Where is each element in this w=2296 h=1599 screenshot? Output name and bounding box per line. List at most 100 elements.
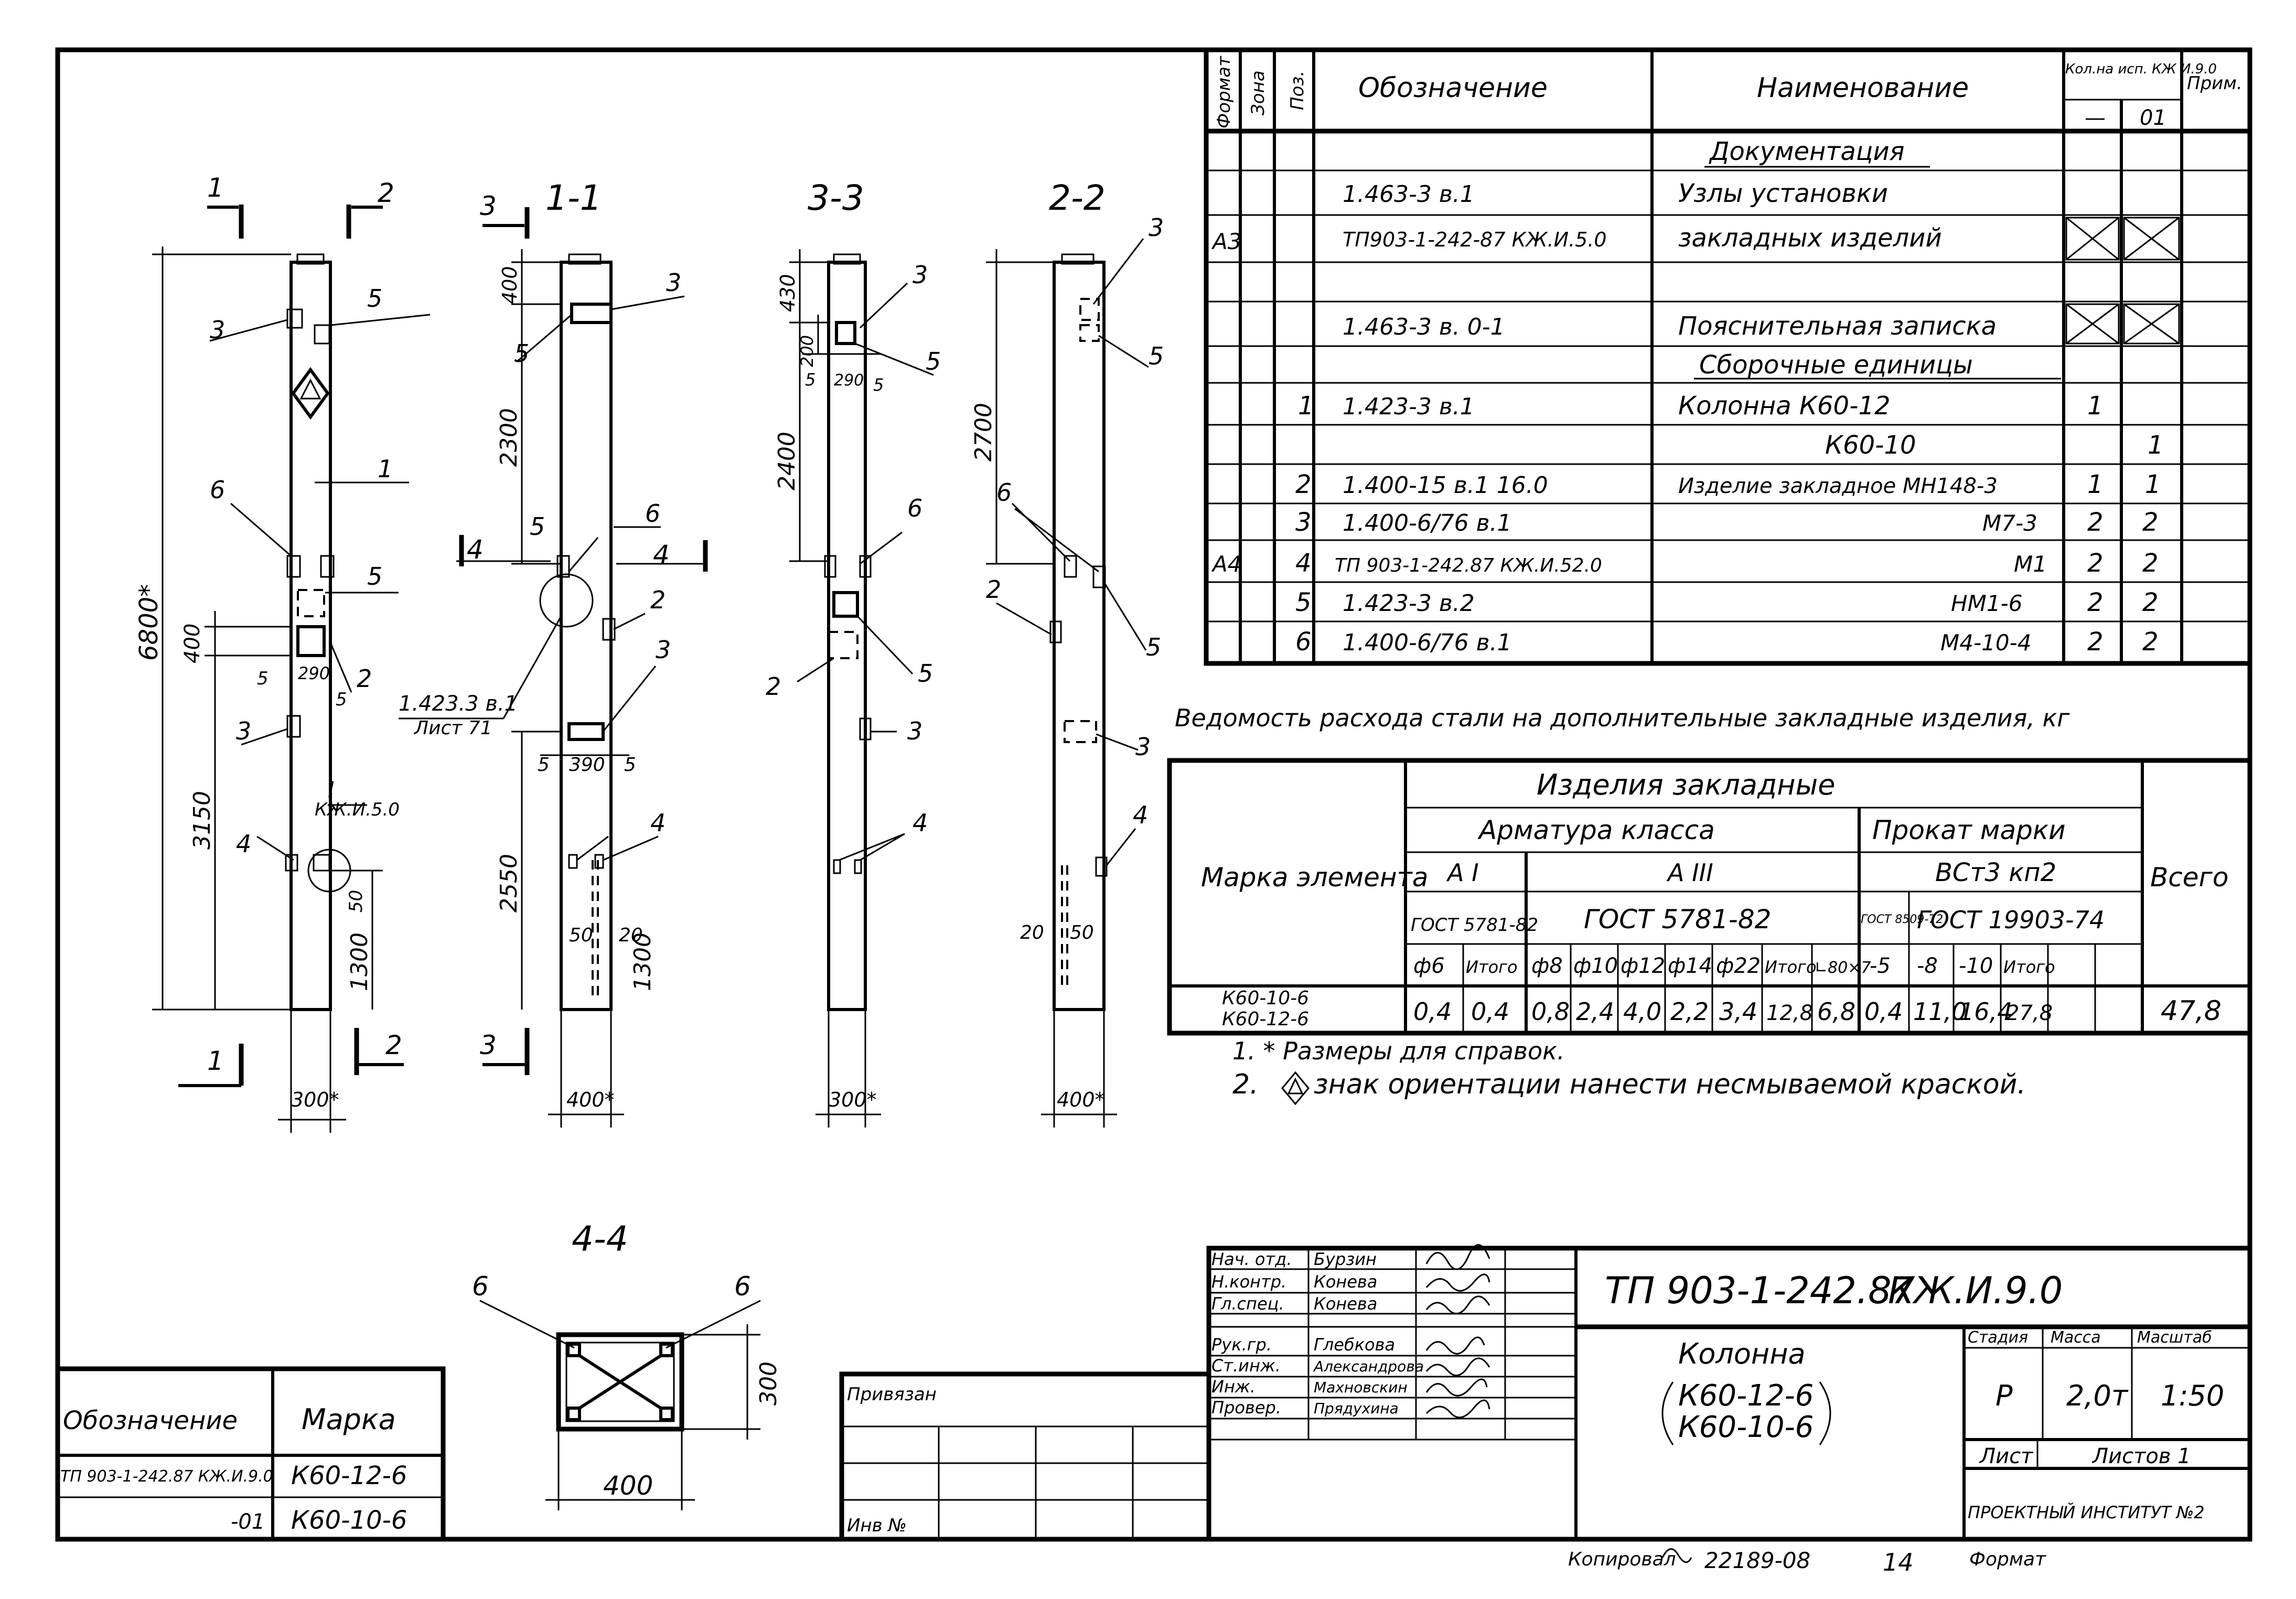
steel-gost-rolled-small: ГОСТ 8509-72	[1861, 913, 1943, 926]
spec-row-0-name: Документация	[1709, 137, 1905, 166]
dim-20-1: 20	[619, 925, 643, 946]
signer-role: Гл.спец.	[1211, 1294, 1284, 1314]
dim-20-2: 20	[1020, 922, 1044, 943]
steel-subhead: ф8	[1531, 954, 1563, 978]
title-scale-h: Масштаб	[2137, 1328, 2212, 1347]
steel-subhead: Итого	[1765, 957, 1817, 977]
steel-gost-a1: ГОСТ 5781-82	[1411, 915, 1538, 936]
mark-col-designation: Обозначение	[63, 1406, 238, 1435]
leader-4-s3: 4	[913, 809, 928, 837]
signer-name: Конева	[1314, 1272, 1377, 1292]
steel-value: 27,8	[2006, 1001, 2053, 1025]
orientation-sign-icon	[1281, 1071, 1310, 1106]
spec-row-9-pos: 3	[1295, 508, 1312, 537]
leader-4-s2: 4	[1133, 801, 1148, 829]
spec-row-11-qa: 2	[2087, 588, 2104, 617]
leader-4-s1: 4	[650, 809, 666, 837]
steel-subheads: ф6 Итого ф8 ф10 ф12 ф14 ф22 Итого ∟80×7 …	[1413, 954, 2055, 978]
dim-300-3: 300*	[829, 1088, 877, 1111]
cut-label: 3	[480, 1030, 497, 1060]
cut-mark-4-right: 4	[616, 540, 708, 572]
cut-mark-3-top: 3	[480, 191, 530, 239]
cut-mark-3-bottom: 3	[480, 1028, 530, 1075]
steel-value: 0,4	[1413, 997, 1452, 1026]
leader-5-s1: 5	[514, 339, 529, 368]
steel-subhead: -5	[1870, 954, 1891, 978]
steel-subhead: Итого	[2003, 957, 2055, 977]
leader-6-s4r: 6	[734, 1271, 751, 1302]
steel-subhead: -8	[1917, 954, 1938, 978]
binding-inv: Инв №	[847, 1515, 907, 1536]
section-label-2-2: 2-2	[1049, 178, 1106, 218]
steel-value: 4,0	[1623, 997, 1661, 1026]
dim-400-main: 400	[180, 624, 205, 663]
steel-value: 3,4	[1719, 997, 1757, 1026]
dim-50-1: 50	[569, 925, 593, 946]
steel-class-a3: А III	[1666, 858, 1713, 887]
signatures	[1425, 1244, 1490, 1419]
steel-table-caption: Ведомость расхода стали на дополнительны…	[1175, 704, 2070, 732]
spec-row-8-pos: 2	[1295, 470, 1312, 499]
spec-row-2-format: А3	[1211, 229, 1241, 254]
spec-row-6-pos: 1	[1298, 391, 1314, 421]
steel-col-rebar: Арматура класса	[1477, 815, 1715, 845]
steel-subhead: ф10	[1573, 954, 1618, 978]
cut-label: 1	[207, 1046, 224, 1076]
spec-row-6-qa: 1	[2087, 391, 2104, 421]
leader-3-s3b: 3	[907, 717, 922, 745]
spec-head-qty: Кол.на исп. КЖ И.9.0	[2065, 61, 2217, 77]
steel-grade: ВСт3 кп2	[1935, 858, 2056, 887]
signer-role: Рук.гр.	[1211, 1335, 1272, 1355]
leader-6-s1: 6	[645, 499, 660, 528]
leader-6-s4l: 6	[472, 1271, 489, 1302]
dim-2550: 2550	[496, 854, 522, 913]
cut-mark-4-left: 4	[456, 534, 551, 566]
steel-table: Ведомость расхода стали на дополнительны…	[1167, 704, 2252, 1036]
title-mass: 2,0т	[2066, 1379, 2129, 1412]
leader-3: 3	[210, 316, 225, 344]
signer-role: Инж.	[1211, 1377, 1256, 1397]
spec-row-11-name: НМ1-6	[1951, 591, 2022, 616]
spec-head-designation: Обозначение	[1358, 72, 1548, 104]
dim-1300-main: 1300	[346, 932, 373, 991]
spec-row-12-name: М4-10-4	[1940, 630, 2031, 656]
spec-head-note: Прим.	[2187, 73, 2243, 94]
title-mass-h: Масса	[2051, 1328, 2101, 1347]
dim-50-2: 50	[1070, 922, 1094, 943]
dim-400-w2: 400*	[1057, 1088, 1105, 1111]
title-code: ТП 903-1-242.87	[1605, 1269, 1915, 1312]
title-sheet-code: КЖ.И.9.0	[1888, 1269, 2063, 1312]
section-4-4: 4-4 400 300 6 6	[472, 1219, 782, 1510]
mark-col-mark: Марка	[302, 1403, 396, 1436]
title-stage-h: Стадия	[1968, 1328, 2028, 1347]
orientation-mark-icon	[291, 367, 330, 420]
dim-3150: 3150	[189, 791, 216, 850]
signer-name: Конева	[1314, 1294, 1377, 1314]
section-label-1-1: 1-1	[545, 178, 602, 218]
notes: 1. * Размеры для справок. 2. знак ориент…	[1232, 1037, 2026, 1106]
spec-row-1-designation: 1.463-3 в.1	[1343, 181, 1475, 208]
title-name: Колонна	[1678, 1337, 1806, 1370]
dim-200: 200	[797, 335, 817, 367]
binding-label: Привязан	[847, 1384, 937, 1405]
dim-5-main-l: 5	[257, 668, 269, 689]
steel-gost-rolled: ГОСТ 19903-74	[1917, 906, 2105, 934]
leader-5-s3: 5	[926, 347, 941, 375]
section-2-2: 2-2 2700 20 50 400* 3 5	[970, 178, 1164, 1128]
title-sheet-h: Лист	[1979, 1444, 2034, 1468]
leader-2-s1: 2	[650, 586, 666, 614]
spec-row-12-qb: 2	[2142, 627, 2159, 657]
steel-value: 11,0	[1913, 997, 1967, 1026]
binding-block: Привязан Инв №	[839, 1371, 1211, 1542]
leader-5-s3b: 5	[918, 659, 933, 688]
steel-value: 2,2	[1670, 997, 1709, 1026]
leader-2-s2: 2	[986, 575, 1001, 604]
steel-value: 2,4	[1576, 997, 1614, 1026]
note-2-prefix: 2.	[1232, 1069, 1259, 1100]
spec-row-11-qb: 2	[2142, 588, 2159, 617]
signer-name: Прядухина	[1314, 1400, 1399, 1417]
cut-mark-2-bottom: 2	[354, 1028, 404, 1075]
leader-3-s3: 3	[913, 261, 928, 289]
dim-2400: 2400	[774, 432, 800, 490]
